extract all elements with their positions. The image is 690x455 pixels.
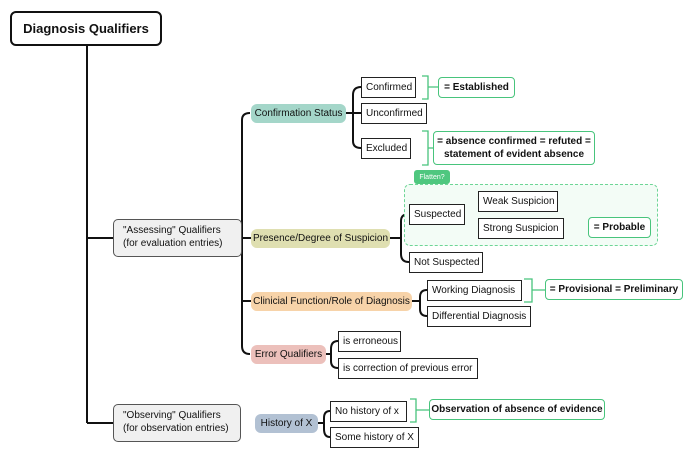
observing-label-line1: "Observing" Qualifiers xyxy=(123,410,221,421)
no-history-node: No history of x xyxy=(330,401,407,422)
history-of-x-node: History of X xyxy=(255,414,318,433)
provisional-note: = Provisional = Preliminary xyxy=(545,279,683,300)
excluded-node: Excluded xyxy=(361,138,411,159)
observing-label-line2: (for observation entries) xyxy=(123,423,229,434)
confirmed-node: Confirmed xyxy=(361,77,416,98)
assessing-label-line1: "Assessing" Qualifiers xyxy=(123,225,221,236)
root-node: Diagnosis Qualifiers xyxy=(10,11,162,46)
established-note: = Established xyxy=(438,77,515,98)
confirmation-status-node: Confirmation Status xyxy=(251,104,346,123)
suspected-node: Suspected xyxy=(409,204,465,225)
assessing-label-line2: (for evaluation entries) xyxy=(123,238,223,249)
not-suspected-node: Not Suspected xyxy=(409,252,483,273)
is-erroneous-node: is erroneous xyxy=(338,331,401,352)
error-qualifiers-node: Error Qualifiers xyxy=(251,345,326,364)
strong-suspicion-node: Strong Suspicion xyxy=(478,218,564,239)
some-history-node: Some history of X xyxy=(330,427,419,448)
flatten-tag: Flatten? xyxy=(414,170,450,184)
differential-diagnosis-node: Differential Diagnosis xyxy=(427,306,531,327)
correction-node: is correction of previous error xyxy=(338,358,478,379)
assessing-qualifiers-node: "Assessing" Qualifiers (for evaluation e… xyxy=(113,219,242,257)
weak-suspicion-node: Weak Suspicion xyxy=(478,191,558,212)
clinical-function-node: Clinicial Function/Role of Diagnosis xyxy=(251,292,412,311)
absence-evidence-note: Observation of absence of evidence xyxy=(429,399,605,420)
excluded-note-line2: statement of evident absence xyxy=(443,149,585,160)
probable-note: = Probable xyxy=(588,217,651,238)
unconfirmed-node: Unconfirmed xyxy=(361,103,427,124)
presence-suspicion-node: Presence/Degree of Suspicion xyxy=(251,229,390,248)
excluded-note-line1: = absence confirmed = refuted = xyxy=(437,136,591,147)
observing-qualifiers-node: "Observing" Qualifiers (for observation … xyxy=(113,404,241,442)
excluded-note: = absence confirmed = refuted = statemen… xyxy=(433,131,595,165)
working-diagnosis-node: Working Diagnosis xyxy=(427,280,522,301)
